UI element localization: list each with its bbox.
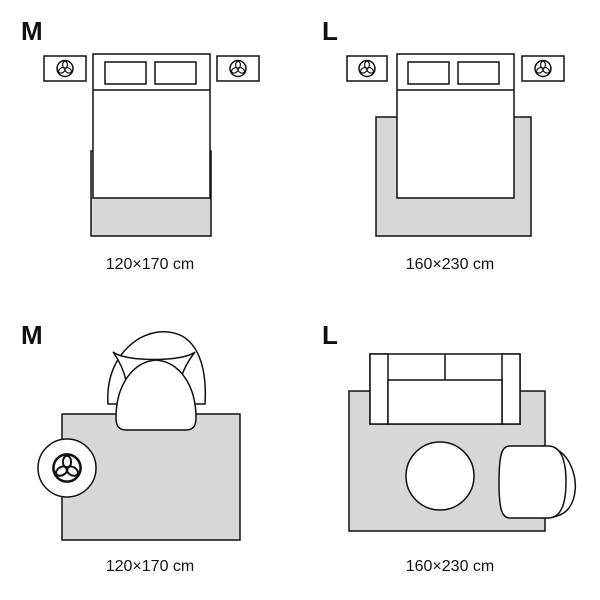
panel-bedroom-m xyxy=(43,53,260,237)
sofa-seat xyxy=(387,379,503,425)
panel-living-room-l xyxy=(348,353,577,532)
nightstand-left xyxy=(43,55,87,82)
sofa-arm-right xyxy=(501,353,521,425)
dimension-label: 160×230 cm xyxy=(405,256,495,273)
pillow-left xyxy=(407,61,450,85)
panel-armchair-m xyxy=(37,331,241,541)
panel-bedroom-l xyxy=(346,53,565,237)
size-label-m: M xyxy=(21,16,43,46)
side-table xyxy=(37,438,97,498)
lamp-icon xyxy=(358,59,376,78)
dimension-label: 120×170 cm xyxy=(105,256,195,273)
size-label-l: L xyxy=(322,320,338,350)
coffee-table xyxy=(405,441,475,511)
sofa-arm-left xyxy=(369,353,389,425)
nightstand-right xyxy=(216,55,260,82)
armchair xyxy=(107,331,207,431)
pillow-right xyxy=(154,61,197,85)
lamp-icon xyxy=(56,59,74,78)
lamp-icon xyxy=(52,453,82,483)
lamp-icon xyxy=(229,59,247,78)
pillow-right xyxy=(457,61,500,85)
size-label-m: M xyxy=(21,320,43,350)
bed xyxy=(396,53,515,199)
sofa xyxy=(369,353,521,425)
bed xyxy=(92,53,211,199)
nightstand-right xyxy=(521,55,565,82)
size-label-l: L xyxy=(322,16,338,46)
lamp-icon xyxy=(534,59,552,78)
dimension-label: 120×170 cm xyxy=(105,558,195,575)
pillow-left xyxy=(104,61,147,85)
nightstand-left xyxy=(346,55,388,82)
armchair xyxy=(498,445,577,519)
dimension-label: 160×230 cm xyxy=(405,558,495,575)
